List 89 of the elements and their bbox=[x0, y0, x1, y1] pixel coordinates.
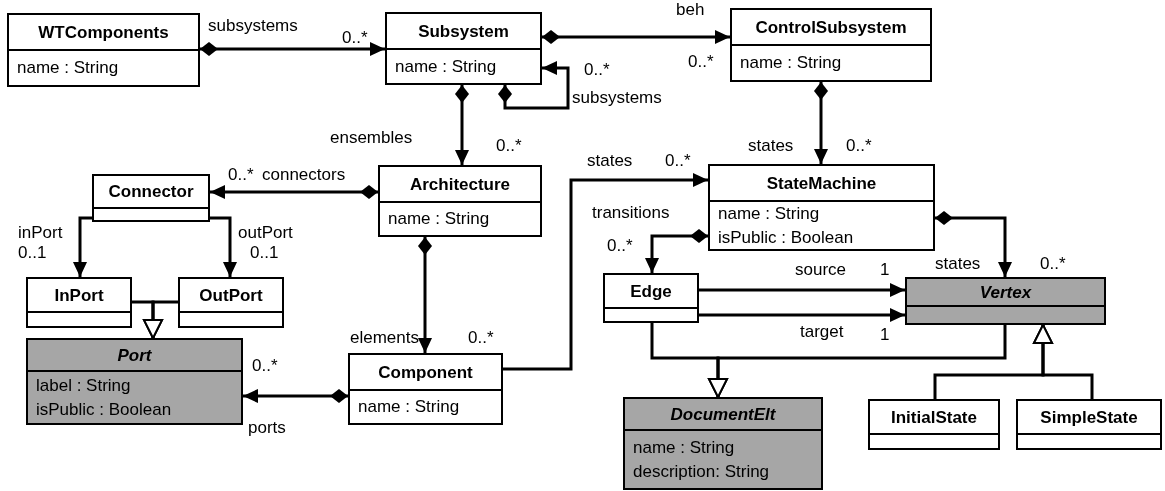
role-label: elements bbox=[350, 328, 419, 348]
composition-arrow bbox=[935, 211, 1012, 277]
composition-arrow bbox=[814, 82, 828, 164]
multiplicity-label: 0..* bbox=[496, 136, 522, 156]
composition-arrow bbox=[418, 237, 432, 353]
class-box bbox=[708, 164, 935, 251]
composition-arrow bbox=[200, 42, 385, 56]
multiplicity-label: 0..* bbox=[665, 151, 691, 171]
composition-arrow bbox=[498, 61, 570, 110]
association-arrow bbox=[699, 283, 905, 297]
attribute-text: isPublic : Boolean bbox=[718, 227, 855, 249]
class-name: DocumentElt bbox=[670, 405, 776, 423]
generalization-arrow bbox=[708, 325, 1007, 398]
composition-arrow bbox=[243, 389, 348, 403]
class-name: Edge bbox=[630, 282, 672, 300]
multiplicity-label: 1 bbox=[880, 325, 890, 345]
role-label: beh bbox=[676, 0, 705, 20]
class-name: Connector bbox=[108, 183, 194, 200]
attribute-text: isPublic : Boolean bbox=[36, 398, 173, 421]
class-name: Vertex bbox=[979, 283, 1032, 301]
multiplicity-label: 0..* bbox=[252, 356, 278, 376]
attribute-text: name : String bbox=[388, 208, 491, 230]
class-box bbox=[1016, 399, 1162, 450]
class-name: InPort bbox=[54, 286, 104, 304]
class-box bbox=[730, 8, 932, 82]
role-label: inPort bbox=[18, 223, 63, 243]
class-box bbox=[868, 399, 1000, 450]
association-arrow bbox=[210, 216, 237, 277]
class-name: Architecture bbox=[409, 175, 511, 193]
class-box bbox=[92, 174, 210, 222]
class-name: OutPort bbox=[199, 286, 263, 304]
role-label: transitions bbox=[592, 203, 670, 223]
role-label: ports bbox=[248, 418, 286, 438]
class-box bbox=[378, 165, 542, 237]
generalization-arrow bbox=[143, 300, 178, 339]
class-box bbox=[603, 273, 699, 323]
class-name: InitialState bbox=[891, 408, 977, 426]
multiplicity-label: 0..1 bbox=[18, 243, 47, 263]
class-name: StateMachine bbox=[766, 174, 877, 192]
attribute-text: name : String bbox=[395, 55, 498, 78]
association-arrow bbox=[503, 173, 708, 371]
multiplicity-label: 0..* bbox=[688, 52, 714, 72]
multiplicity-label: 0..* bbox=[342, 28, 368, 48]
attribute-text: name : String bbox=[718, 203, 821, 225]
association-arrow bbox=[699, 308, 905, 322]
role-label: states bbox=[587, 151, 633, 171]
attribute-text: name : String bbox=[633, 436, 736, 459]
class-name: SimpleState bbox=[1040, 408, 1138, 426]
class-box bbox=[178, 277, 284, 328]
class-name: Subsystem bbox=[418, 22, 509, 40]
class-name: WTComponents bbox=[38, 23, 169, 41]
attribute-text: description: String bbox=[633, 460, 771, 483]
attribute-text: label : String bbox=[36, 374, 132, 397]
composition-arrow bbox=[542, 30, 730, 44]
multiplicity-label: 0..* bbox=[1040, 254, 1066, 274]
class-name: Port bbox=[117, 346, 152, 364]
multiplicity-label: 1 bbox=[880, 260, 890, 280]
class-box bbox=[348, 353, 503, 425]
abstract-class-box bbox=[26, 338, 243, 425]
multiplicity-label: 0..* bbox=[228, 165, 254, 185]
multiplicity-label: 0..* bbox=[584, 60, 610, 80]
role-label: target bbox=[800, 322, 844, 342]
composition-arrow bbox=[455, 85, 469, 165]
composition-arrow bbox=[645, 229, 708, 273]
multiplicity-label: 0..1 bbox=[250, 243, 279, 263]
role-label: states bbox=[935, 254, 981, 274]
role-label: states bbox=[748, 136, 794, 156]
class-box bbox=[26, 277, 132, 328]
attribute-text: name : String bbox=[17, 57, 120, 79]
abstract-class-box bbox=[623, 397, 823, 490]
attribute-text: name : String bbox=[740, 52, 843, 74]
composition-arrow bbox=[210, 185, 378, 199]
generalization-arrow bbox=[1033, 324, 1094, 399]
role-label: outPort bbox=[238, 223, 293, 243]
class-box bbox=[385, 12, 542, 85]
class-name: ControlSubsystem bbox=[755, 18, 907, 36]
role-label: source bbox=[795, 260, 847, 280]
class-name: Component bbox=[378, 363, 473, 381]
attribute-text: name : String bbox=[358, 396, 461, 418]
role-label: ensembles bbox=[330, 128, 413, 148]
multiplicity-label: 0..* bbox=[846, 136, 872, 156]
role-label: subsystems bbox=[572, 88, 662, 108]
multiplicity-label: 0..* bbox=[607, 236, 633, 256]
role-label: subsystems bbox=[208, 16, 298, 36]
role-label: connectors bbox=[262, 165, 346, 185]
multiplicity-label: 0..* bbox=[468, 328, 494, 348]
class-box bbox=[7, 13, 200, 87]
abstract-class-box bbox=[905, 277, 1106, 325]
association-arrow bbox=[73, 216, 92, 277]
